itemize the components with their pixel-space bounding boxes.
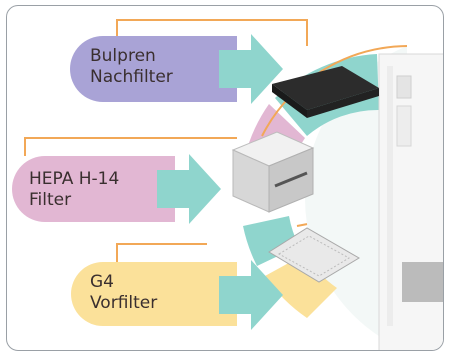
bulpren-filter-image — [272, 66, 379, 118]
arrow-head-hepa — [157, 154, 221, 224]
fan-band-bottom — [265, 254, 337, 318]
pill-vorfilter — [71, 262, 237, 326]
g4-filter-image — [268, 227, 360, 283]
diagram-frame: Bulpren Nachfilter HEPA H-14 Filter G4 V… — [6, 5, 444, 351]
label-vorfilter: G4 Vorfilter — [90, 272, 157, 314]
connector-top — [116, 19, 308, 46]
label-hepa-line1: HEPA H-14 — [29, 169, 120, 189]
label-nachfilter: Bulpren Nachfilter — [90, 46, 173, 88]
label-nachfilter-line1: Bulpren — [90, 46, 156, 66]
arrow-head-vorfilter — [219, 260, 283, 330]
label-vorfilter-line2: Vorfilter — [90, 293, 158, 313]
pill-nachfilter — [70, 36, 237, 102]
connector-middle — [24, 137, 237, 156]
label-hepa-line2: Filter — [29, 190, 72, 210]
label-hepa: HEPA H-14 Filter — [29, 169, 119, 211]
pill-hepa — [12, 156, 175, 222]
fan-band-low — [243, 216, 299, 266]
connector-bottom — [116, 243, 207, 264]
label-vorfilter-line1: G4 — [90, 272, 114, 292]
filter-diagram — [12, 19, 443, 350]
air-purifier-device — [378, 53, 443, 350]
hepa-filter-image — [231, 131, 315, 213]
label-nachfilter-line2: Nachfilter — [90, 67, 173, 87]
arrow-nachfilter — [70, 34, 283, 104]
arrow-vorfilter — [71, 260, 283, 330]
arrow-hepa — [12, 154, 221, 224]
arrow-head-nachfilter — [219, 34, 283, 104]
